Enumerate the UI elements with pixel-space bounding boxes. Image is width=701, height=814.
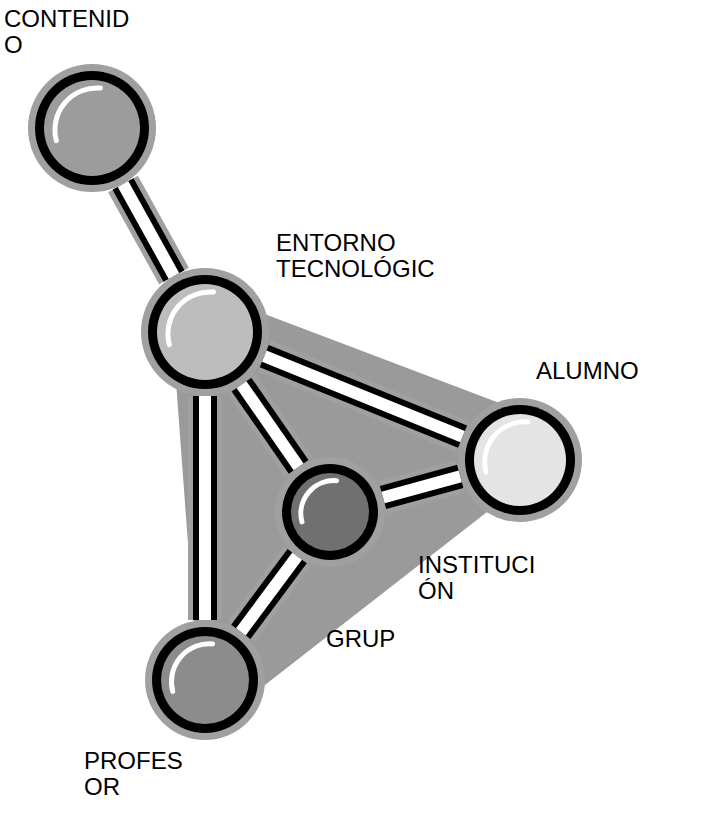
rod-outline [383,476,460,497]
ball-halo [141,268,269,396]
rod-outline [242,385,299,467]
ball-highlight [55,88,100,141]
ball-highlight [171,644,212,692]
ball-rim [465,405,575,515]
ball-shape [28,64,156,192]
ball-halo [145,620,265,740]
ball-shape [141,268,269,396]
rod-outline [264,356,462,437]
ball-rim [148,275,262,389]
node-label: CONTENID O [4,6,129,59]
ball-body [161,636,249,724]
rod-core [123,184,174,276]
node-label: ALUMNO [536,358,639,384]
ball-halo [275,457,385,567]
rod-core [241,556,297,632]
rod-connector [242,385,299,467]
molecule-ball: INSTITUCI ÓNGRUP [275,457,385,567]
rod-outline [193,396,217,620]
molecule-ball: CONTENID O [28,64,156,192]
rod-connector [205,396,206,620]
rod-connector [383,476,460,497]
molecule-ball: ENTORNO TECNOLÓGIC [141,268,269,396]
ball-body [157,284,253,380]
ball-highlight [301,481,337,522]
ball-highlight [168,292,213,345]
ball-body [474,414,566,506]
rod-connector [123,184,174,276]
node-label: ENTORNO TECNOLÓGIC [276,230,435,283]
ball-rim [282,464,378,560]
ball-shape [458,398,582,522]
ball-shape [275,457,385,567]
node-label: PROFES OR [84,748,183,801]
rod-halo [264,356,462,437]
rod-halo [241,556,297,632]
rod-halo [383,476,460,497]
node-label: INSTITUCI ÓN [418,552,535,605]
ball-body [291,473,369,551]
ball-rim [35,71,149,185]
ball-halo [28,64,156,192]
rod-outline [123,184,174,276]
molecule-ball: PROFES OR [145,620,265,740]
rod-core [199,396,211,620]
ball-body [44,80,140,176]
ball-highlight [485,422,528,472]
ball-halo [458,398,582,522]
ball-rim [152,627,258,733]
ball-shape [145,620,265,740]
molecule-ball: ALUMNO [458,398,582,522]
rod-halo [123,184,174,276]
rod-outline [241,556,297,632]
rod-connector [241,556,297,632]
rod-halo [242,385,299,467]
rod-connector [264,356,462,437]
rod-core [383,476,460,497]
node-label: GRUP [326,626,395,652]
rod-core [242,385,299,467]
rod-halo [188,396,222,620]
rod-core [264,356,462,437]
